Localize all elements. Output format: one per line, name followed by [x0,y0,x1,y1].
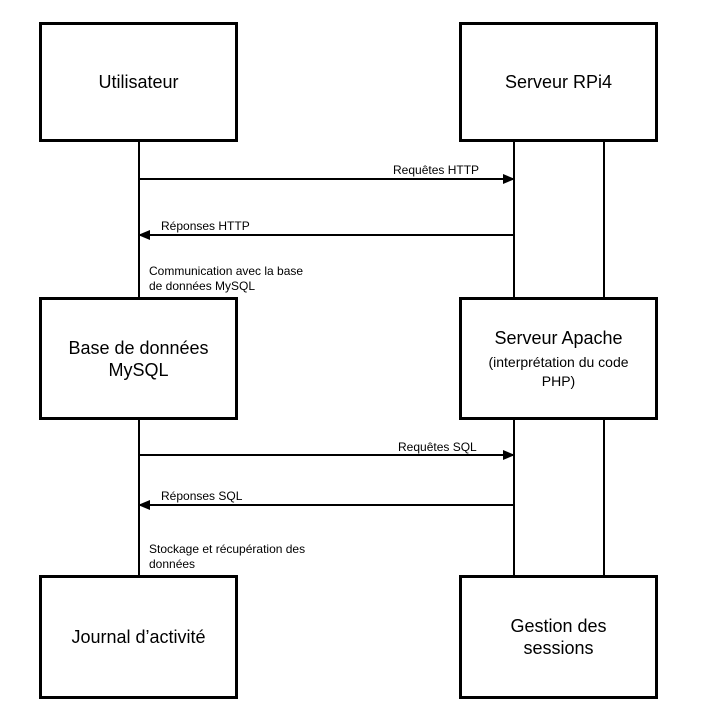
label-requetes-sql: Requêtes SQL [398,440,477,454]
box-journal: Journal d’activité [39,575,238,699]
box-serveur-apache: Serveur Apache (interprétation du code P… [459,297,658,420]
label-reponses-http: Réponses HTTP [161,219,250,233]
box-base-de-donnees: Base de données MySQL [39,297,238,420]
label-stockage: Stockage et récupération des données [149,542,306,571]
label-requetes-http: Requêtes HTTP [393,163,480,177]
box-utilisateur-label: Utilisateur [98,72,179,92]
box-base-de-donnees-label: Base de données MySQL [68,337,209,380]
box-gestion-sessions-label: Gestion des sessions [510,616,607,658]
box-serveur-rpi4-label: Serveur RPi4 [504,72,613,92]
box-serveur-apache-label: Serveur Apache [494,327,623,348]
box-gestion-sessions: Gestion des sessions [459,575,658,699]
label-communication-mysql: Communication avec la base de données My… [149,264,304,293]
label-reponses-sql: Réponses SQL [161,489,243,503]
box-serveur-apache-sublabel: (interprétation du code PHP) [488,353,629,389]
box-journal-label: Journal d’activité [71,627,206,647]
box-serveur-rpi4: Serveur RPi4 [459,22,658,142]
box-utilisateur: Utilisateur [39,22,238,142]
